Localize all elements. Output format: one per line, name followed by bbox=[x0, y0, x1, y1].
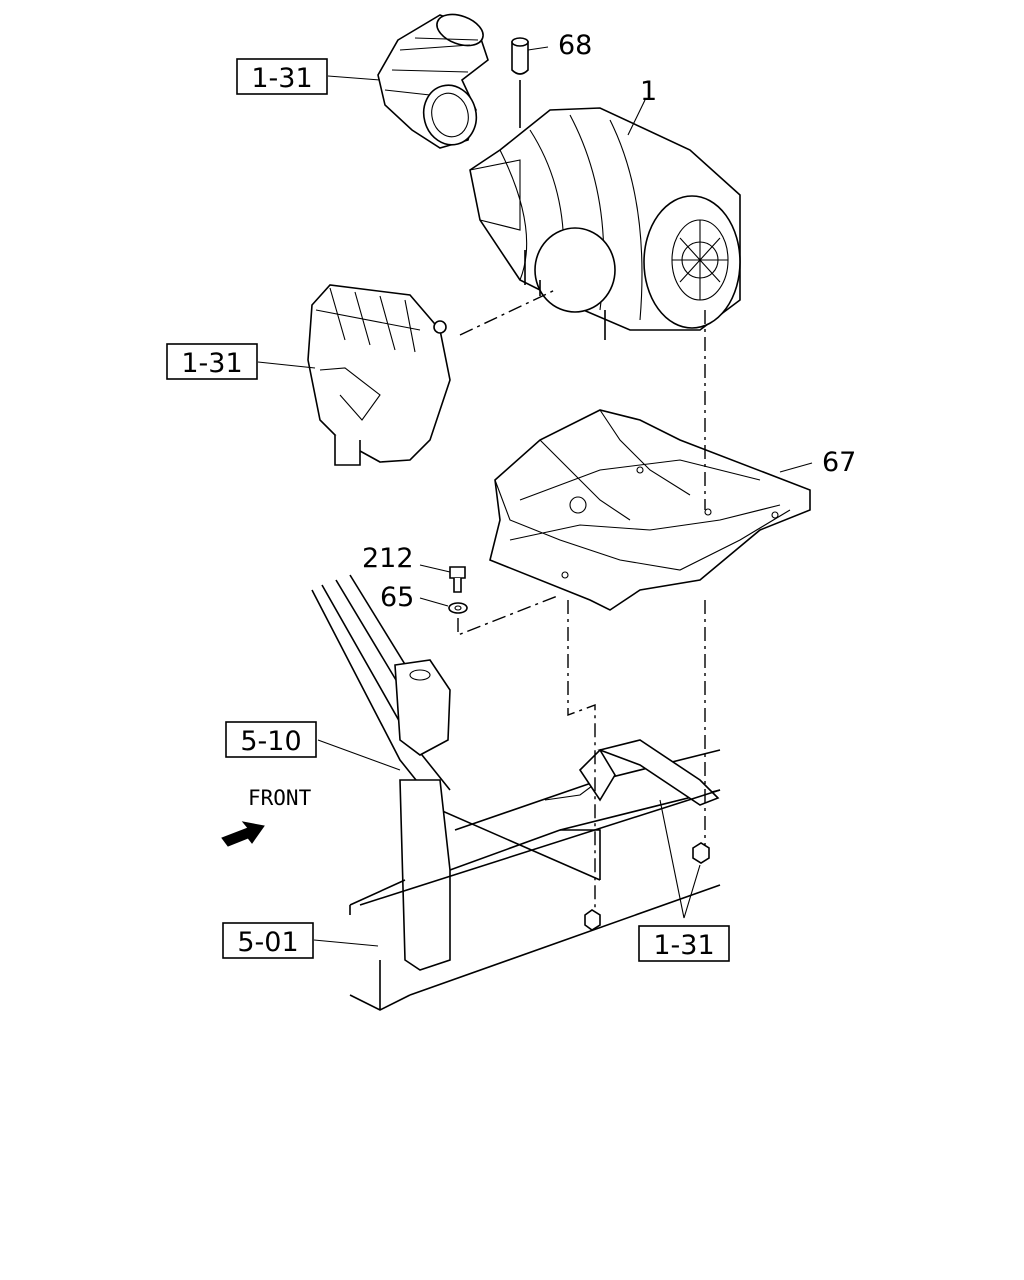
leader-lines bbox=[257, 46, 813, 947]
ref-box-frame-lower: 5-01 bbox=[222, 922, 314, 959]
ref-label-top: 1-31 bbox=[251, 63, 312, 94]
air-cleaner bbox=[469, 107, 741, 340]
mounting-bracket bbox=[489, 409, 811, 611]
ref-label-frame-upper: 5-10 bbox=[240, 726, 301, 757]
ref-label-middle: 1-31 bbox=[181, 348, 242, 379]
ref-box-top: 1-31 bbox=[236, 58, 328, 95]
ref-label-frame-lower: 5-01 bbox=[237, 927, 298, 958]
nut-right bbox=[692, 842, 710, 864]
center-lines bbox=[457, 289, 706, 910]
callout-67: 67 bbox=[822, 447, 856, 478]
bolt bbox=[449, 566, 466, 593]
front-label: FRONT bbox=[248, 786, 312, 810]
ref-box-bottom-right: 1-31 bbox=[638, 925, 730, 962]
ref-box-frame-upper: 5-10 bbox=[225, 721, 317, 758]
callout-1: 1 bbox=[640, 76, 657, 107]
rubber-cap bbox=[511, 37, 529, 128]
intake-hose bbox=[377, 13, 489, 149]
intake-duct bbox=[307, 284, 451, 466]
frame-structure bbox=[311, 574, 721, 1011]
callout-68: 68 bbox=[558, 30, 592, 61]
callout-212: 212 bbox=[362, 543, 414, 574]
washer bbox=[448, 602, 468, 614]
front-arrow-icon bbox=[221, 821, 265, 847]
ref-box-middle: 1-31 bbox=[166, 343, 258, 380]
nut-left bbox=[584, 909, 601, 931]
callout-65: 65 bbox=[380, 582, 414, 613]
ref-label-bottom-right: 1-31 bbox=[653, 930, 714, 961]
